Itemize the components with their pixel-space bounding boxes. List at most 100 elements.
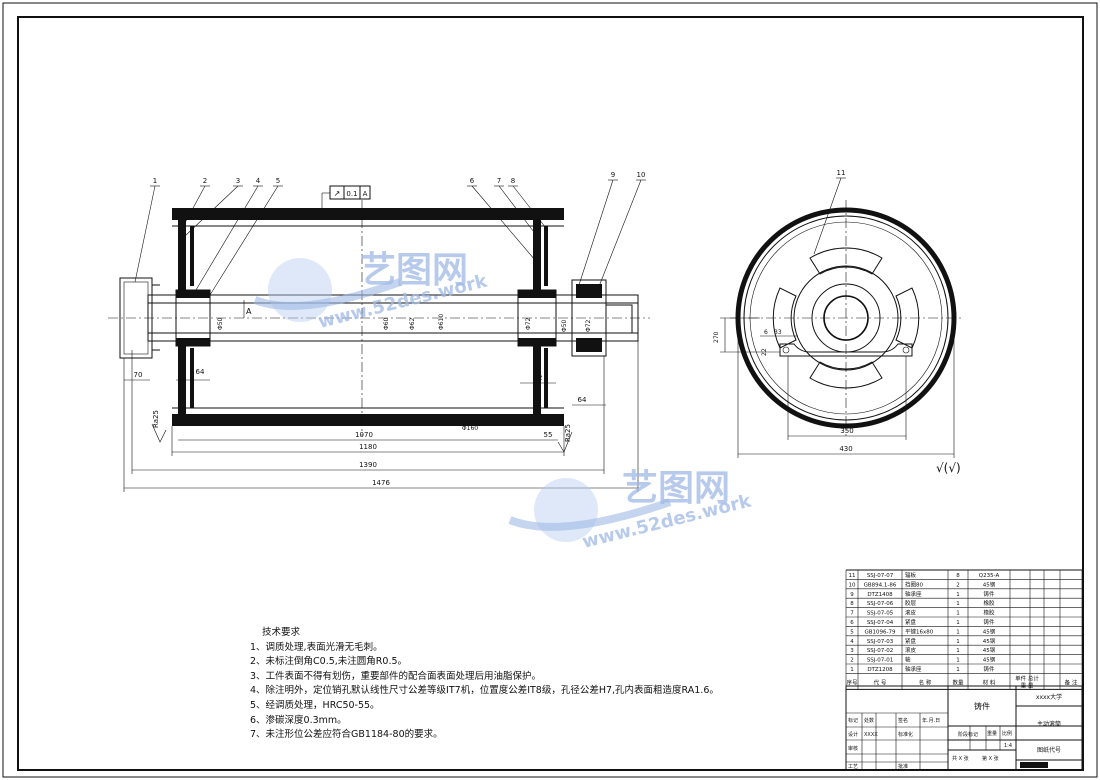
bom-row-name: 滚皮	[905, 609, 917, 617]
bom-row-material: Q235-A	[979, 573, 1000, 579]
bom-row-qty: 1	[956, 667, 960, 673]
tb-scale-label: 比例	[1002, 730, 1012, 737]
dim-33: 33	[774, 329, 782, 336]
dim-22: 22	[761, 348, 768, 356]
drum-shell-top	[172, 208, 564, 220]
tb-sheet: 第 X 张	[982, 755, 999, 762]
dim-64a: 64	[196, 368, 205, 376]
requirement-3: 3、工件表面不得有划伤，重要部件的配合面表面处理后用油脂保护。	[250, 670, 542, 682]
bom-row-name: 紧盘	[905, 637, 917, 645]
ra-left: Ra25	[152, 410, 160, 428]
tb-approve-label: 批准	[898, 763, 908, 770]
bom-row-qty: 1	[956, 611, 960, 617]
watermark-1-cn: 艺图网	[360, 250, 468, 291]
bom-row-no: 9	[850, 592, 854, 598]
balloon-leaders	[134, 179, 646, 296]
requirement-6: 6、渗碳深度0.3mm。	[250, 714, 347, 726]
bom-header-qty: 数量	[952, 678, 964, 686]
bom-row-code: SSJ-07-05	[867, 611, 894, 617]
balloon-3: 3	[236, 177, 240, 185]
tb-scale: 1:4	[1004, 743, 1012, 749]
ra-right: Ra25	[564, 424, 572, 442]
dim-dia-a: Φ50	[217, 317, 224, 330]
bom-row-no: 2	[850, 658, 854, 664]
bom-row-material: 铸件	[983, 665, 995, 673]
tolerance-frame	[321, 185, 371, 208]
requirement-7: 7、未注形位公差应符合GB1184-80的要求。	[250, 729, 443, 741]
tolerance-symbol: ↗	[334, 189, 341, 198]
bom-row-code: GB894.1-86	[864, 582, 897, 588]
bom-row-material: 铸件	[983, 590, 995, 598]
bom-row-qty: 1	[956, 648, 960, 654]
bom-row-qty: 1	[956, 601, 960, 607]
bom-row-material: 45钢	[983, 646, 996, 654]
tolerance-datum: A	[363, 190, 368, 198]
dim-dia-f: Φ50	[561, 319, 568, 332]
balloon-11: 11	[837, 169, 846, 177]
bom-row-name: 挡圈80	[905, 580, 923, 588]
balloon-8: 8	[511, 177, 515, 185]
requirements-title: 技术要求	[262, 627, 301, 638]
bom-row-code: SSJ-07-02	[867, 648, 893, 654]
side-view: 1 2 3 4 5 6 7 8 9 10 ↗ 0.1 A A Φ50 Φ60 Φ…	[108, 171, 650, 492]
bom-row-no: 3	[850, 648, 854, 654]
tb-weight-label: 重量	[987, 730, 997, 737]
balloon-1: 1	[153, 177, 157, 185]
bom-header-weight: 单件 总计	[1015, 674, 1039, 682]
bom-row-name: 紧盘	[905, 618, 917, 626]
drum-shell-bottom	[172, 414, 564, 426]
inner-border	[17, 16, 1084, 771]
tb-craft-label: 工艺	[848, 764, 858, 770]
bom-header-weight2: 重 量	[1021, 681, 1034, 689]
tb-count-label: 处数	[864, 717, 874, 724]
dim-dia-e: Φ72	[525, 317, 532, 330]
bom-header-no: 序号	[846, 678, 858, 686]
bom-row-qty: 1	[956, 629, 960, 635]
technical-requirements: 技术要求 1、调质处理,表面光滑无毛刺。 2、未标注倒角C0.5,未注圆角R0.…	[250, 626, 719, 743]
bom-row-qty: 1	[956, 658, 960, 664]
bom-row-material: 45钢	[983, 580, 996, 588]
watermark-2-cn: 艺图网	[622, 468, 730, 509]
dim-430: 430	[839, 445, 852, 453]
bom-row-material: 45钢	[983, 627, 996, 635]
tb-stage-label: 阶段标记	[958, 731, 978, 738]
balloon-9: 9	[611, 171, 615, 179]
bom-row-no: 5	[850, 629, 854, 635]
requirement-1: 1、调质处理,表面光滑无毛刺。	[250, 641, 383, 653]
surface-mark: √(√)	[936, 461, 961, 475]
dim-350: 350	[840, 427, 853, 435]
bom-row-material: 45钢	[983, 656, 996, 664]
bom-row-material: 橡胶	[983, 609, 995, 617]
bom-row-name: 平键16x80	[905, 627, 934, 635]
bom-row-name: 滚皮	[905, 646, 917, 654]
dim-160: Φ160	[462, 425, 478, 432]
requirement-4: 4、除注明外，定位销孔默认线性尺寸公差等级IT7机，位置度公差IT8级，孔径公差…	[250, 685, 719, 697]
dim-55: 55	[544, 431, 553, 439]
bom-row-code: SSJ-07-03	[867, 639, 894, 645]
watermark-1: 艺图网 www.52des.work	[253, 250, 490, 333]
tb-mark-label: 标记	[848, 717, 858, 724]
bom-row-no: 7	[850, 611, 854, 617]
dim-70: 70	[134, 371, 143, 379]
tb-drawing-no: 图纸代号	[1037, 746, 1061, 754]
bom-row-code: SSJ-07-01	[867, 658, 893, 664]
bom-row-name: 轴	[905, 656, 911, 664]
tb-designer: XXXX	[864, 732, 878, 738]
bom-row-code: SSJ-07-06	[867, 601, 894, 607]
requirement-2: 2、未标注倒角C0.5,未注圆角R0.5。	[250, 656, 408, 668]
bom-row-qty: 8	[956, 573, 960, 579]
balloon-10: 10	[637, 171, 646, 179]
dim-1180: 1180	[359, 443, 377, 451]
tb-material: 铸件	[974, 701, 990, 711]
bom-row-material: 橡胶	[983, 599, 995, 607]
dim-dia-g: Φ72	[585, 319, 592, 332]
dim-270: 270	[713, 331, 720, 343]
dim-dia-c: Φ62	[409, 317, 416, 330]
bom-header-material: 材 料	[983, 678, 996, 686]
dim-1390: 1390	[359, 461, 377, 469]
bom-row-name: 辐板	[905, 571, 917, 579]
tb-designer-label: 设计	[848, 731, 858, 738]
